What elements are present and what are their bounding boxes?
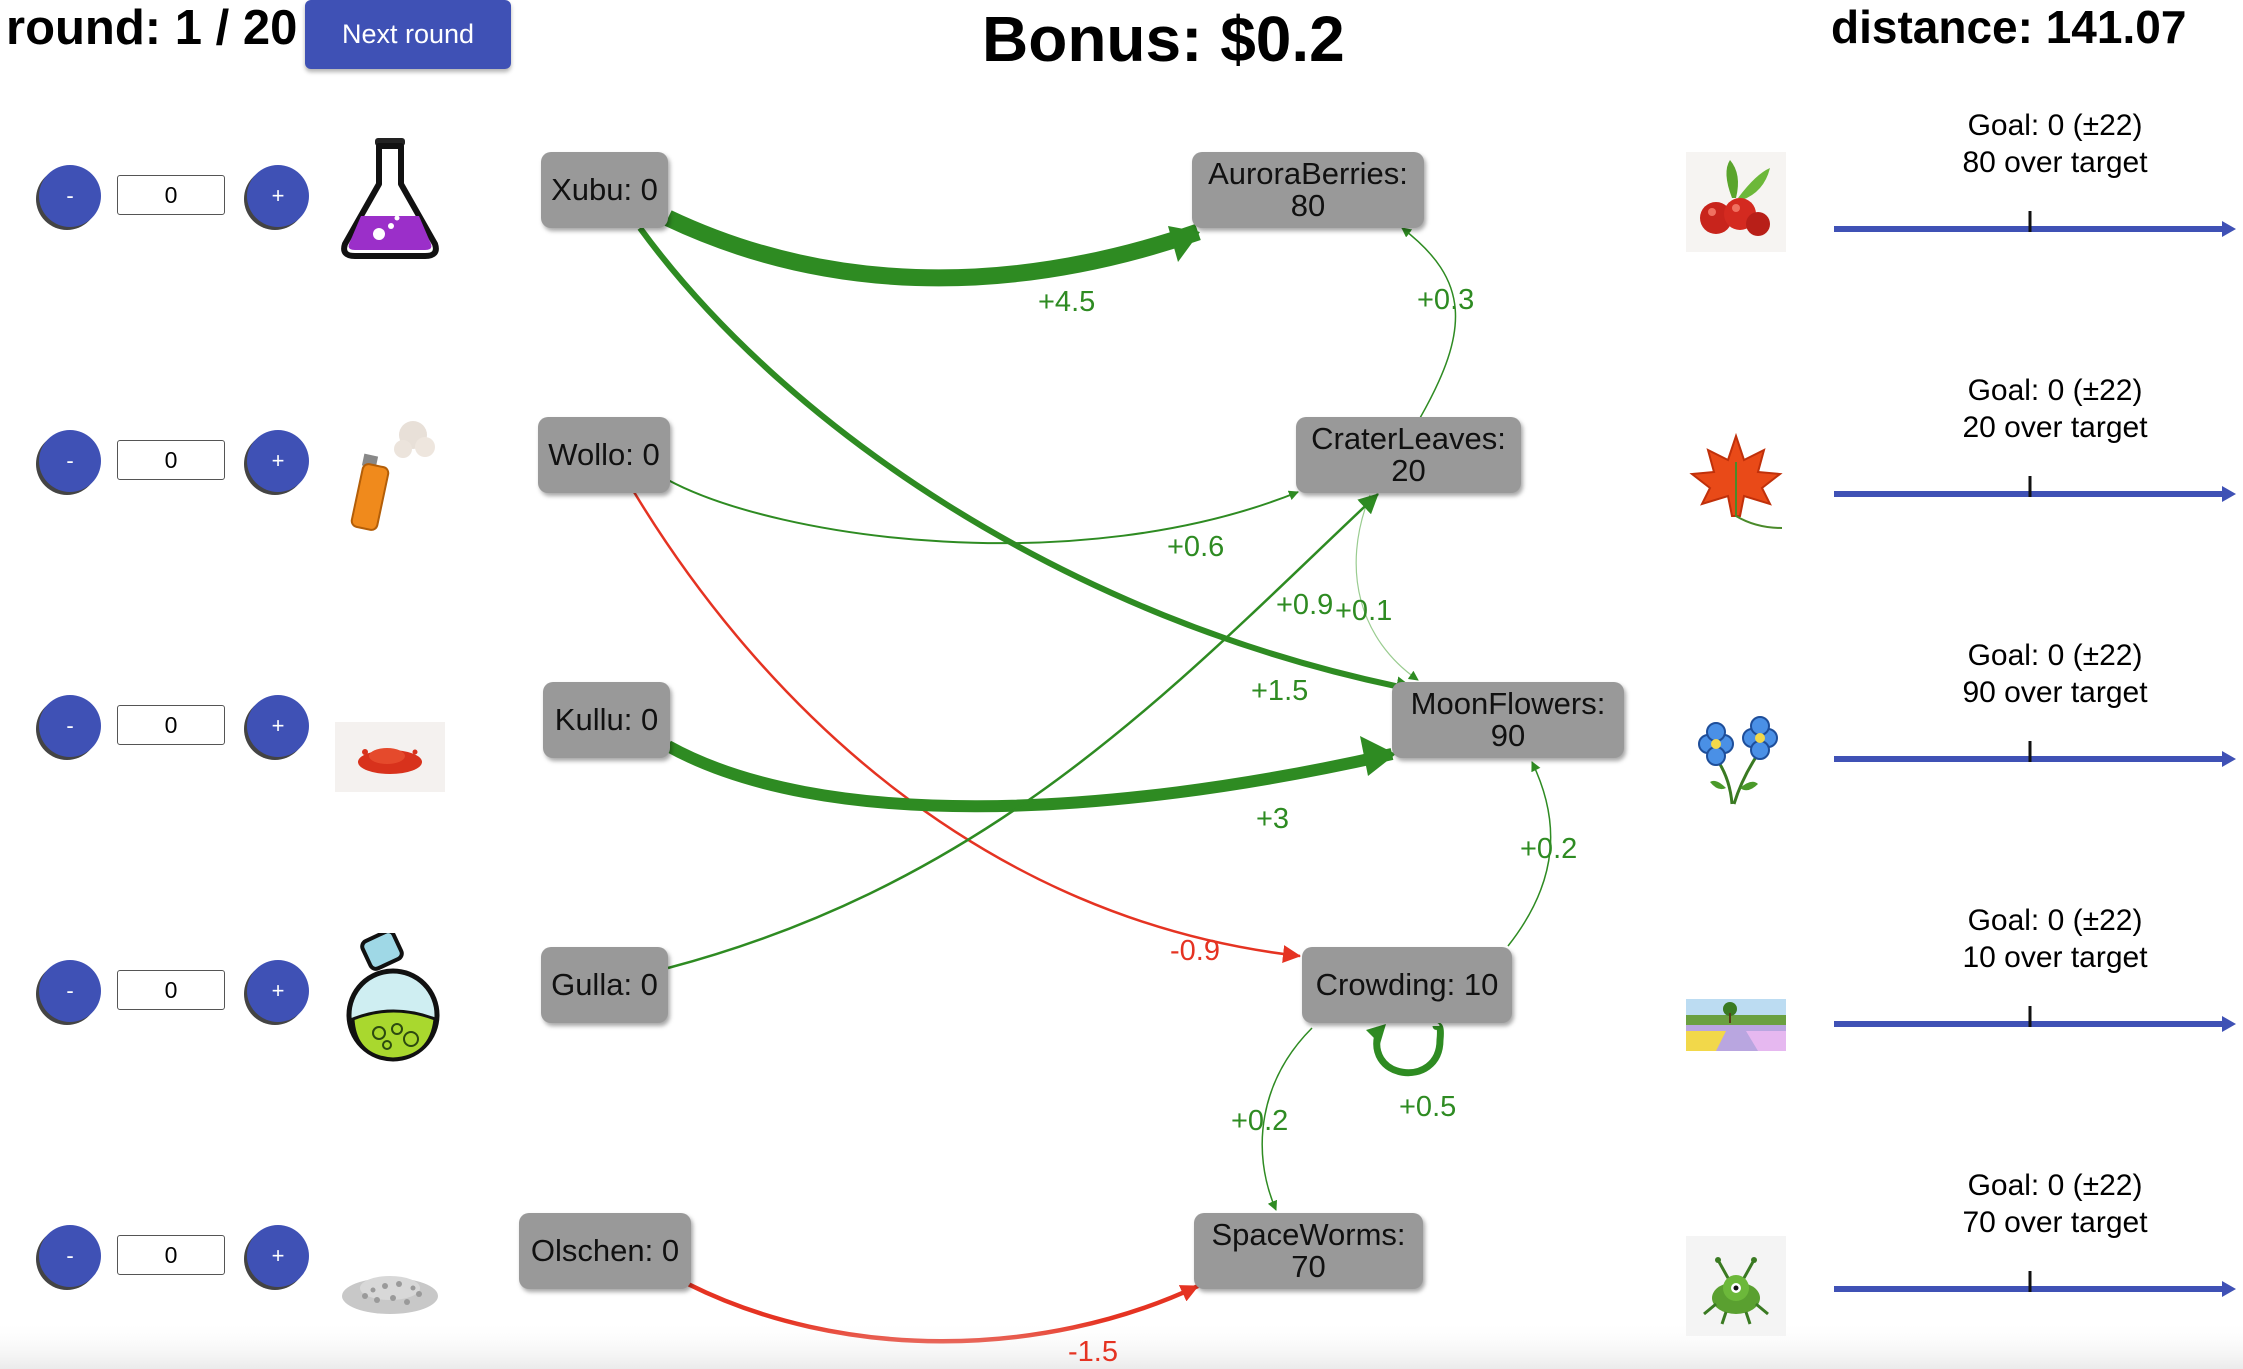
target-node-craterleaves: CraterLeaves: 20 xyxy=(1296,417,1521,493)
goal-status: 80 over target xyxy=(1962,146,2148,179)
goal-status: 90 over target xyxy=(1962,676,2148,709)
quantity-input[interactable] xyxy=(117,970,225,1010)
node-name: Crowding: 10 xyxy=(1315,967,1499,1002)
goal-status: 10 over target xyxy=(1962,941,2148,974)
node-name: AuroraBerries: xyxy=(1208,156,1408,191)
source-label: Gulla: 0 xyxy=(551,967,658,1002)
edge-craterleaves-auroraberries xyxy=(1401,227,1457,419)
edge-wollo-crowding xyxy=(632,491,1301,964)
spray-can-icon xyxy=(350,421,435,531)
node-value: 90 xyxy=(1490,718,1526,753)
source-node-xubu: Xubu: 0 xyxy=(541,152,668,228)
goal-axis-0 xyxy=(1834,211,2236,237)
goal-axis-2 xyxy=(1834,741,2236,767)
target-node-auroraberries: AuroraBerries: 80 xyxy=(1192,152,1424,228)
source-node-wollo: Wollo: 0 xyxy=(538,417,670,493)
edge-crowding-self xyxy=(1373,1022,1444,1077)
edge-crowding-spaceworms xyxy=(1261,1027,1313,1211)
source-label: Olschen: 0 xyxy=(530,1233,680,1268)
goal-label: Goal: 0 (±22) xyxy=(1967,109,2143,142)
goal-label: Goal: 0 (±22) xyxy=(1967,904,2143,937)
node-name: SpaceWorms: xyxy=(1211,1217,1406,1252)
source-label: Wollo: 0 xyxy=(548,437,660,472)
edge-label: +0.9 xyxy=(1276,589,1334,621)
goal-axis-4 xyxy=(1834,1271,2236,1297)
node-value: 20 xyxy=(1391,453,1426,488)
quantity-input[interactable] xyxy=(117,175,225,215)
edge-label: +0.3 xyxy=(1417,284,1475,316)
increment-button[interactable]: + xyxy=(247,1225,309,1287)
node-name: MoonFlowers: xyxy=(1410,686,1606,721)
control-row-xubu: - + xyxy=(0,120,470,270)
node-value: 80 xyxy=(1290,188,1326,223)
edge-label: +0.2 xyxy=(1520,833,1578,865)
source-node-olschen: Olschen: 0 xyxy=(519,1213,691,1289)
edge-xubu-moonflowers xyxy=(637,226,1416,697)
edge-label: +0.2 xyxy=(1231,1105,1289,1137)
decrement-button[interactable]: - xyxy=(39,165,101,227)
red-powder-icon xyxy=(335,722,445,792)
edge-crowding-moonflowers xyxy=(1507,761,1552,947)
edge-xubu-auroraberries xyxy=(664,210,1201,287)
space-worm-icon xyxy=(1686,1236,1786,1336)
source-label: Kullu: 0 xyxy=(554,702,659,737)
berries-icon xyxy=(1686,152,1786,252)
source-node-kullu: Kullu: 0 xyxy=(543,682,670,758)
flask-icon xyxy=(341,138,439,259)
decrement-button[interactable]: - xyxy=(39,1225,101,1287)
goal-label: Goal: 0 (±22) xyxy=(1967,639,2143,672)
bonus-display: Bonus: $0.2 xyxy=(982,3,1345,75)
quantity-input[interactable] xyxy=(117,705,225,745)
edge-label: +0.6 xyxy=(1167,531,1225,563)
node-name: CraterLeaves: xyxy=(1311,421,1506,456)
node-value: 70 xyxy=(1291,1249,1326,1284)
edge-label: +0.1 xyxy=(1335,595,1393,627)
quantity-input[interactable] xyxy=(117,440,225,480)
increment-button[interactable]: + xyxy=(247,695,309,757)
edge-label: +1.5 xyxy=(1251,675,1309,707)
target-node-spaceworms: SpaceWorms: 70 xyxy=(1194,1213,1423,1289)
decrement-button[interactable]: - xyxy=(39,695,101,757)
distance-display: distance: 141.07 xyxy=(1831,1,2187,53)
goal-axis-1 xyxy=(1834,476,2236,502)
edge-label: -0.9 xyxy=(1170,935,1220,967)
target-node-crowding: Crowding: 10 xyxy=(1302,947,1512,1023)
goal-label: Goal: 0 (±22) xyxy=(1967,1169,2143,1202)
round-counter: round: 1 / 20 xyxy=(6,1,298,55)
decrement-button[interactable]: - xyxy=(39,430,101,492)
edge-wollo-craterleaves xyxy=(667,479,1299,545)
goal-axis-3 xyxy=(1834,1006,2236,1032)
edge-label: +0.5 xyxy=(1399,1091,1457,1123)
goal-status: 70 over target xyxy=(1962,1206,2148,1239)
edge-label: +4.5 xyxy=(1038,286,1096,318)
flower-field-icon xyxy=(1686,999,1786,1051)
control-row-olschen: - + xyxy=(0,1180,470,1330)
control-row-wollo: - + xyxy=(0,385,470,535)
edge-kullu-moonflowers xyxy=(665,740,1394,813)
edge-label: -1.5 xyxy=(1068,1336,1118,1368)
next-round-button[interactable]: Next round xyxy=(305,0,511,69)
blue-flowers-icon xyxy=(1698,716,1778,805)
maple-leaf-icon xyxy=(1689,432,1783,529)
source-label: Xubu: 0 xyxy=(551,172,658,207)
edge-gulla-craterleaves xyxy=(667,493,1379,970)
increment-button[interactable]: + xyxy=(247,165,309,227)
goal-status: 20 over target xyxy=(1962,411,2148,444)
gravel-icon xyxy=(342,1276,438,1314)
round-flask-icon xyxy=(346,933,440,1062)
increment-button[interactable]: + xyxy=(247,960,309,1022)
edge-craterleaves-moonflowers xyxy=(1355,494,1419,681)
edge-label: +3 xyxy=(1256,803,1290,835)
increment-button[interactable]: + xyxy=(247,430,309,492)
target-node-moonflowers: MoonFlowers: 90 xyxy=(1392,682,1624,758)
goal-label: Goal: 0 (±22) xyxy=(1967,374,2143,407)
source-node-gulla: Gulla: 0 xyxy=(541,947,668,1023)
decrement-button[interactable]: - xyxy=(39,960,101,1022)
control-row-kullu: - + xyxy=(0,650,470,800)
control-row-gulla: - + xyxy=(0,915,470,1065)
quantity-input[interactable] xyxy=(117,1235,225,1275)
